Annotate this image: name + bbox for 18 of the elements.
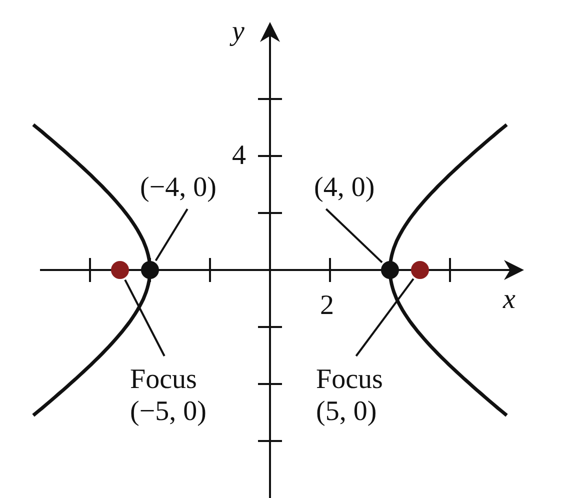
axis-label: x — [503, 284, 516, 316]
leader-line — [325, 208, 383, 264]
focus-point — [111, 261, 129, 279]
tick-label: 2 — [320, 290, 334, 322]
tick-label: 4 — [232, 140, 246, 172]
axis-label: y — [232, 16, 244, 48]
leader-line — [154, 208, 188, 262]
leader-line — [355, 278, 414, 357]
point-label: (−5, 0) — [130, 396, 206, 428]
point-label: Focus — [316, 364, 383, 396]
point-label: (5, 0) — [316, 396, 378, 428]
vertex-point — [381, 261, 399, 279]
point-label: (−4, 0) — [140, 172, 216, 204]
vertex-point — [141, 261, 159, 279]
leader-line — [124, 279, 166, 356]
point-label: Focus — [130, 364, 198, 396]
point-label: (4, 0) — [314, 172, 375, 204]
focus-point — [411, 261, 429, 279]
